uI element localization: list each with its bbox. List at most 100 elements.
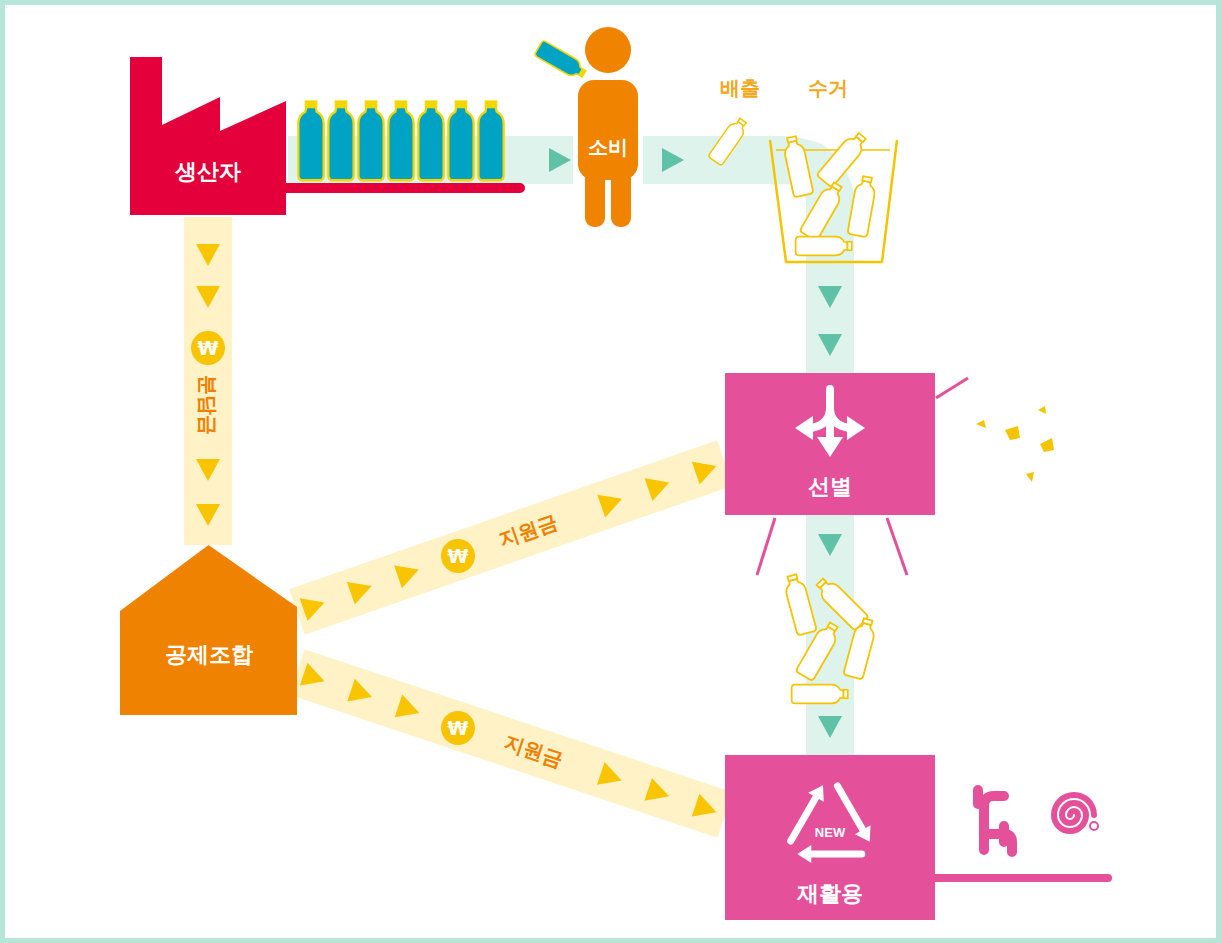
flow-arrowhead	[645, 478, 670, 501]
label-holder: 배출	[720, 75, 760, 101]
label-holder: ₩	[191, 331, 225, 365]
drinking-bottle	[534, 40, 589, 82]
node-label: NEW	[815, 825, 845, 841]
person-head	[585, 27, 631, 73]
flow-arrowhead	[395, 695, 420, 718]
node-label: 소비	[588, 134, 628, 160]
flow-band	[297, 672, 725, 815]
flow-arrowhead	[818, 334, 842, 356]
flow-arrowhead	[818, 534, 842, 556]
consumer-figure: 소비	[573, 22, 643, 227]
debris	[1026, 472, 1034, 482]
debris	[1005, 426, 1020, 440]
sort-arrowhead	[795, 416, 813, 440]
step-label: 배출	[720, 75, 760, 101]
flow-arrowhead	[196, 504, 220, 526]
flow-arrowhead	[196, 286, 220, 308]
house-shape	[120, 545, 297, 715]
hose-end	[1090, 822, 1098, 830]
burst-ray	[887, 518, 907, 575]
burst-ray	[936, 378, 968, 398]
label-holder: ₩	[441, 539, 475, 573]
flow-band	[297, 463, 725, 612]
thrown-bottle	[708, 116, 750, 166]
flow-arrowhead	[818, 716, 842, 738]
bottle	[448, 101, 473, 180]
debris	[976, 420, 986, 428]
bottle	[478, 101, 503, 180]
bottle	[388, 101, 413, 180]
node-label: 생산자	[175, 159, 241, 185]
flow-arrowhead	[394, 565, 419, 588]
burst-ray	[757, 518, 775, 575]
bottle	[795, 620, 842, 681]
bottle	[847, 175, 877, 237]
flow-arrowhead	[692, 462, 717, 485]
conveyor-line	[283, 183, 520, 193]
recycle-arrow	[811, 851, 862, 858]
flow-band	[184, 217, 232, 545]
producer-factory: 생산자	[128, 55, 288, 217]
currency-badge: ₩	[441, 539, 475, 573]
bottle	[358, 101, 383, 180]
flow-arrowhead	[196, 459, 220, 481]
flow-arrowhead	[347, 582, 372, 605]
factory-shape	[130, 57, 286, 215]
recycle-arrowhead	[797, 845, 811, 863]
edge-label-holder: 분담금	[195, 371, 221, 439]
flow-arrowhead	[196, 244, 220, 266]
bottle	[813, 575, 869, 631]
sort-arrowhead	[817, 437, 843, 457]
person-body	[578, 80, 638, 180]
node-label: 공제조합	[165, 642, 253, 668]
debris	[1038, 406, 1046, 414]
step-label: 수거	[808, 75, 848, 101]
bottle	[792, 685, 848, 704]
flow-arrowhead	[300, 663, 325, 686]
box-fill	[725, 373, 935, 515]
box-fill	[725, 755, 935, 920]
recycle-arrowhead	[808, 785, 824, 802]
label-holder: 수거	[808, 75, 848, 101]
flow-connector	[643, 148, 842, 373]
sort-icon	[811, 389, 849, 439]
bottle	[843, 617, 877, 680]
flow-arrowhead	[644, 778, 669, 801]
bottle	[418, 101, 443, 180]
currency-badge: ₩	[191, 331, 225, 365]
bottle	[782, 573, 816, 636]
node-label: 재활용	[797, 881, 863, 907]
sort-arrowhead	[847, 416, 865, 440]
flow-connector	[297, 462, 725, 621]
mutual-aid-house: 공제조합	[120, 545, 297, 715]
bottle	[782, 135, 814, 197]
recycle-arrowhead	[855, 825, 871, 842]
bottle	[796, 237, 852, 256]
flow-arrowhead	[597, 495, 622, 518]
mutual-aid-house-outline	[120, 545, 297, 715]
bottle	[799, 180, 846, 241]
pipe-product	[978, 790, 1012, 852]
recycle-arrow	[837, 786, 862, 830]
consumer-figure-outline	[573, 22, 643, 227]
output-line	[935, 874, 1108, 882]
flow-arrowhead	[662, 148, 684, 172]
bottle	[328, 101, 353, 180]
node-label: 선별	[808, 474, 852, 500]
sorting-box: 선별	[725, 373, 935, 515]
currency-badge: ₩	[441, 711, 475, 745]
flow-arrowhead	[300, 598, 325, 621]
edge-label: 분담금	[195, 371, 221, 439]
hose-product	[1054, 795, 1094, 831]
flow-arrowhead	[597, 762, 622, 785]
flow-arrowhead	[549, 148, 571, 172]
flow-arrowhead	[347, 679, 372, 702]
label-holder: ₩	[441, 711, 475, 745]
producer-factory-outline	[128, 55, 288, 217]
flow-arrowhead	[818, 286, 842, 308]
bottle	[298, 101, 323, 180]
recycling-box: NEW 재활용	[725, 755, 935, 920]
flow-connector	[297, 663, 725, 817]
recycle-arrow	[791, 797, 816, 841]
